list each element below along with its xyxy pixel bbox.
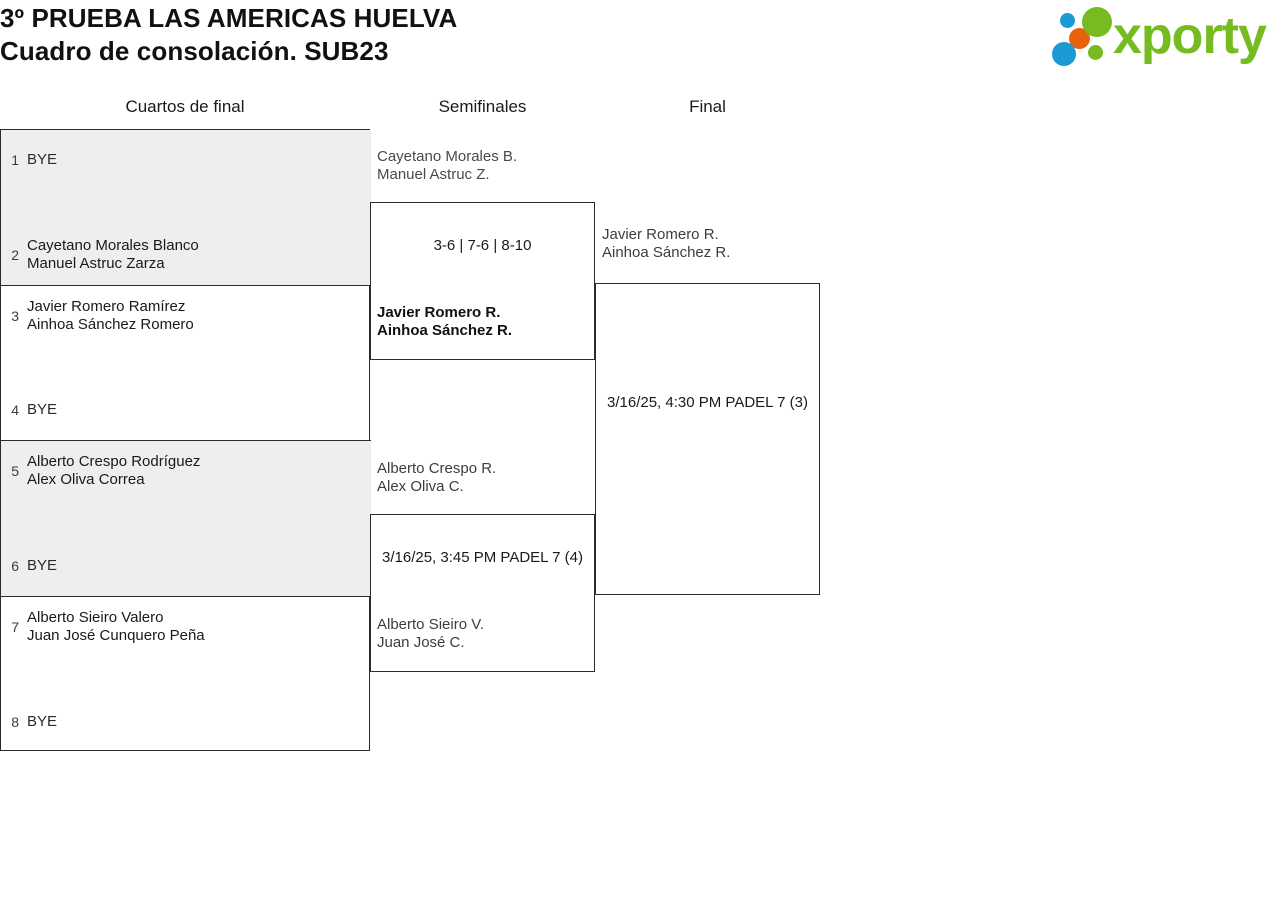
bracket-slot-seed-2[interactable]: 2 Cayetano Morales Blanco Manuel Astruc … (1, 231, 371, 279)
bracket-slot-seed-5[interactable]: 5 Alberto Crespo Rodríguez Alex Oliva Co… (1, 447, 371, 495)
logo-dot-green-small (1088, 45, 1103, 60)
team-name: BYE (27, 557, 58, 574)
semifinal-1-team-top[interactable]: Cayetano Morales B. Manuel Astruc Z. (377, 148, 518, 183)
quarterfinal-match-2[interactable]: 3 Javier Romero Ramírez Ainhoa Sánchez R… (1, 286, 371, 441)
title-line-2: Cuadro de consolación. SUB23 (0, 36, 389, 66)
seed-number: 4 (11, 402, 19, 418)
round-quarterfinals-column: 1 BYE 2 Cayetano Morales Blanco Manuel A… (0, 129, 371, 752)
title-line-1: 3º PRUEBA LAS AMERICAS HUELVA (0, 3, 458, 33)
semifinal-2-team-bottom[interactable]: Alberto Sieiro V. Juan José C. (377, 616, 485, 651)
semifinal-2-team-top[interactable]: Alberto Crespo R. Alex Oliva C. (377, 460, 497, 495)
quarterfinal-match-3[interactable]: 5 Alberto Crespo Rodríguez Alex Oliva Co… (1, 441, 371, 597)
logo-dot-blue-small (1060, 13, 1075, 28)
logo-dot-orange (1069, 28, 1090, 49)
bracket-slot-seed-1[interactable]: 1 BYE (1, 136, 371, 184)
match-score: 3-6 | 7-6 | 8-10 (433, 237, 532, 254)
team-name: Alberto Sieiro Valero Juan José Cunquero… (27, 609, 205, 644)
bracket-slot-seed-8[interactable]: 8 BYE (1, 698, 371, 746)
bracket-slot-seed-6[interactable]: 6 BYE (1, 542, 371, 590)
logo-dot-blue-large (1052, 42, 1076, 66)
team-name: Cayetano Morales Blanco Manuel Astruc Za… (27, 237, 199, 272)
team-name: BYE (27, 401, 58, 418)
bracket-slot-seed-4[interactable]: 4 BYE (1, 386, 371, 434)
match-schedule: 3/16/25, 3:45 PM PADEL 7 (4) (382, 549, 583, 566)
final-match-box[interactable]: 3/16/25, 4:30 PM PADEL 7 (3) (595, 283, 820, 595)
seed-number: 5 (11, 463, 19, 479)
semifinal-match-1-box[interactable]: 3-6 | 7-6 | 8-10 (370, 202, 595, 360)
seed-number: 2 (11, 247, 19, 263)
team-name: Alberto Crespo Rodríguez Alex Oliva Corr… (27, 453, 201, 488)
logo-dots-icon (1050, 5, 1122, 67)
quarterfinal-match-4[interactable]: 7 Alberto Sieiro Valero Juan José Cunque… (1, 597, 371, 752)
final-team-top[interactable]: Javier Romero R. Ainhoa Sánchez R. (602, 226, 731, 261)
seed-number: 7 (11, 619, 19, 635)
bracket-slot-seed-3[interactable]: 3 Javier Romero Ramírez Ainhoa Sánchez R… (1, 292, 371, 340)
bracket-slot-seed-7[interactable]: 7 Alberto Sieiro Valero Juan José Cunque… (1, 603, 371, 651)
round-header-semifinals: Semifinales (438, 97, 527, 116)
match-schedule: 3/16/25, 4:30 PM PADEL 7 (3) (607, 394, 808, 411)
semifinal-1-team-bottom[interactable]: Javier Romero R. Ainhoa Sánchez R. (377, 304, 513, 339)
xporty-logo[interactable]: xporty (1050, 5, 1278, 67)
seed-number: 6 (11, 558, 19, 574)
logo-wordmark: xporty (1113, 7, 1267, 65)
team-name: BYE (27, 151, 58, 168)
seed-number: 8 (11, 714, 19, 730)
team-name: Javier Romero Ramírez Ainhoa Sánchez Rom… (27, 298, 194, 333)
logo-dot-green-large (1082, 7, 1112, 37)
team-name: BYE (27, 713, 58, 730)
seed-number: 3 (11, 308, 19, 324)
quarterfinal-match-1[interactable]: 1 BYE 2 Cayetano Morales Blanco Manuel A… (1, 130, 371, 286)
round-header-final: Final (689, 97, 726, 116)
semifinal-match-2-box[interactable]: 3/16/25, 3:45 PM PADEL 7 (4) (370, 514, 595, 672)
round-header-quarterfinals: Cuartos de final (125, 97, 245, 116)
page-header: 3º PRUEBA LAS AMERICAS HUELVA Cuadro de … (0, 0, 1280, 75)
page-title: 3º PRUEBA LAS AMERICAS HUELVA Cuadro de … (0, 2, 457, 68)
seed-number: 1 (11, 152, 19, 168)
